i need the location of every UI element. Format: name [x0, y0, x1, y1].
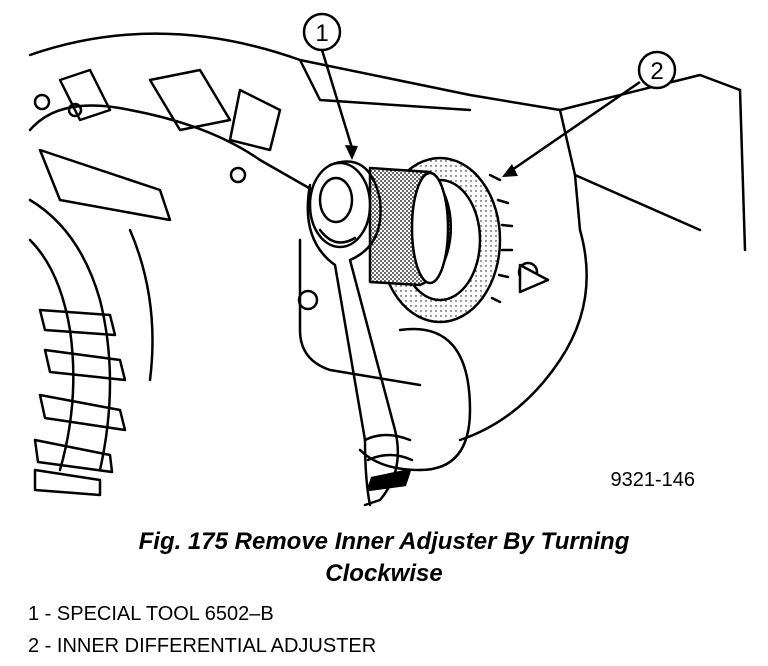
technical-illustration: 1 2 9321-146	[28, 12, 747, 507]
legend-list: 1 - SPECIAL TOOL 6502–B 2 - INNER DIFFER…	[28, 598, 376, 662]
legend-item: 2 - INNER DIFFERENTIAL ADJUSTER	[28, 635, 377, 657]
legend-item: 1 - SPECIAL TOOL 6502–B	[28, 603, 274, 625]
callout-1: 1	[302, 12, 358, 160]
callout-2: 2	[502, 50, 677, 177]
housing-drawing	[28, 32, 747, 507]
caption-line-2: Clockwise	[325, 560, 443, 587]
caption-line-1: Fig. 175 Remove Inner Adjuster By Turnin…	[138, 528, 630, 555]
callout-2-label: 2	[650, 58, 663, 85]
figure-reference-number: 9321-146	[610, 469, 695, 491]
callout-1-label: 1	[315, 20, 328, 47]
figure-caption: Fig. 175 Remove Inner Adjuster By Turnin…	[0, 526, 768, 590]
